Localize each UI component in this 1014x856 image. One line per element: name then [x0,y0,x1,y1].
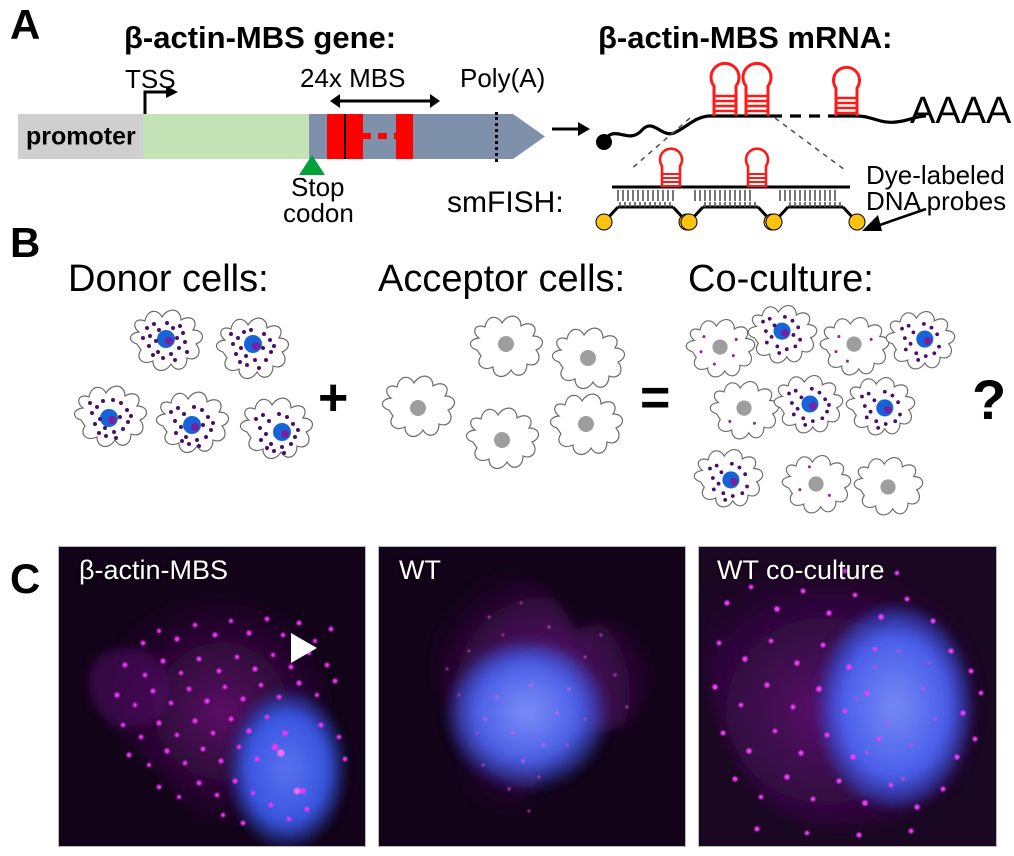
list-item [155,391,230,454]
mbs-divider [344,114,346,159]
mbs-label: 24x MBS [300,63,406,93]
mbs-span-arrow-icon [330,94,440,108]
nucleus [229,691,345,846]
polyA-label: Poly(A) [460,63,546,93]
list-item [549,393,624,456]
stop-codon-icon [299,155,325,175]
micrograph-image-2 [379,547,685,846]
micrograph-beta-actin-mbs[interactable]: β-actin-MBS [58,546,366,847]
panel-letter-b: B [10,219,41,266]
list-item [747,305,818,364]
list-item [885,311,956,370]
tss-arrow-icon [143,86,178,120]
list-item [551,327,626,390]
mrna-cartoon [596,61,927,150]
list-item [73,385,148,448]
smfish-label: smFISH: [447,186,564,219]
list-item [215,317,290,380]
list-item [239,397,314,460]
mrna-title: β-actin-MBS mRNA: [598,20,893,55]
polyA-site-marker [495,112,498,162]
micrograph-caption-2: WT [399,555,441,585]
nucleus [819,607,971,807]
gene-utr-blue-right [413,114,513,159]
probe-label-line2: DNA probes [866,186,1007,216]
micrograph-image-3 [699,547,996,846]
promoter-box: promoter [18,114,143,159]
gene-terminus-arrow-icon [513,114,545,159]
dye-label-1 [595,213,613,231]
dye-label-5 [765,213,783,231]
acceptor-cells-title: Acceptor cells: [378,258,626,300]
plus-operator: + [318,369,349,427]
list-item [381,375,456,438]
dye-label-6 [848,213,866,231]
zoom-guide-lines [629,117,846,171]
arrowhead-icon [291,633,317,663]
mbs-continuation-dashes [362,133,396,139]
mbs-repeat-2 [346,114,363,159]
equals-operator: = [640,369,671,427]
list-item [129,309,204,372]
donor-cells-title: Donor cells: [68,258,269,300]
stem-loop-3 [832,65,861,116]
dye-label-3 [680,213,698,231]
coculture-title: Co-culture: [688,258,874,300]
panel-letter-a: A [10,1,41,48]
transcription-arrow-icon [552,122,590,136]
list-item [853,457,924,516]
stem-loop-2 [741,61,773,116]
panel-letter-c: C [10,555,41,602]
micrograph-image-1 [59,547,365,846]
list-item [819,317,890,376]
stop-label-line1: Stop [291,172,345,202]
micrograph-caption-1: β-actin-MBS [79,555,229,585]
question-mark: ? [972,368,1007,431]
hybridization-ticks-upper [617,190,836,201]
promoter-label: promoter [26,122,136,150]
gene-orf-green [143,114,309,159]
nucleus [449,643,605,787]
list-item [781,455,852,514]
dna-probes [595,202,866,231]
list-item [773,375,844,434]
probe-label-line1: Dye-labeled [866,160,1005,190]
stop-label-line2: codon [283,198,354,228]
polyA-tail-text: AAAA [910,90,1012,132]
list-item [709,381,780,440]
zoom-stem-loop-1 [658,147,684,187]
micrograph-wt[interactable]: WT [378,546,686,847]
zoom-stem-loop-2 [744,147,770,187]
list-item [465,407,540,470]
micrograph-caption-3: WT co-culture [717,555,885,585]
list-item [693,449,764,508]
stem-loop-1 [709,61,741,116]
micrograph-wt-coculture[interactable]: WT co-culture [698,546,997,847]
list-item [845,377,916,436]
mbs-repeat-3 [396,114,413,159]
list-item [685,319,756,378]
gene-title: β-actin-MBS gene: [124,20,397,55]
smfish-probe-diagram [595,147,866,231]
acceptor-cells-group [366,300,626,500]
probe-pointer-arrow-icon [862,207,927,231]
donor-cells-group [60,300,314,500]
gene-diagram: promoter Stop codon [0,0,600,228]
mbs-repeat-1 [327,114,344,159]
list-item [469,315,544,378]
coculture-cells-group [678,296,978,526]
